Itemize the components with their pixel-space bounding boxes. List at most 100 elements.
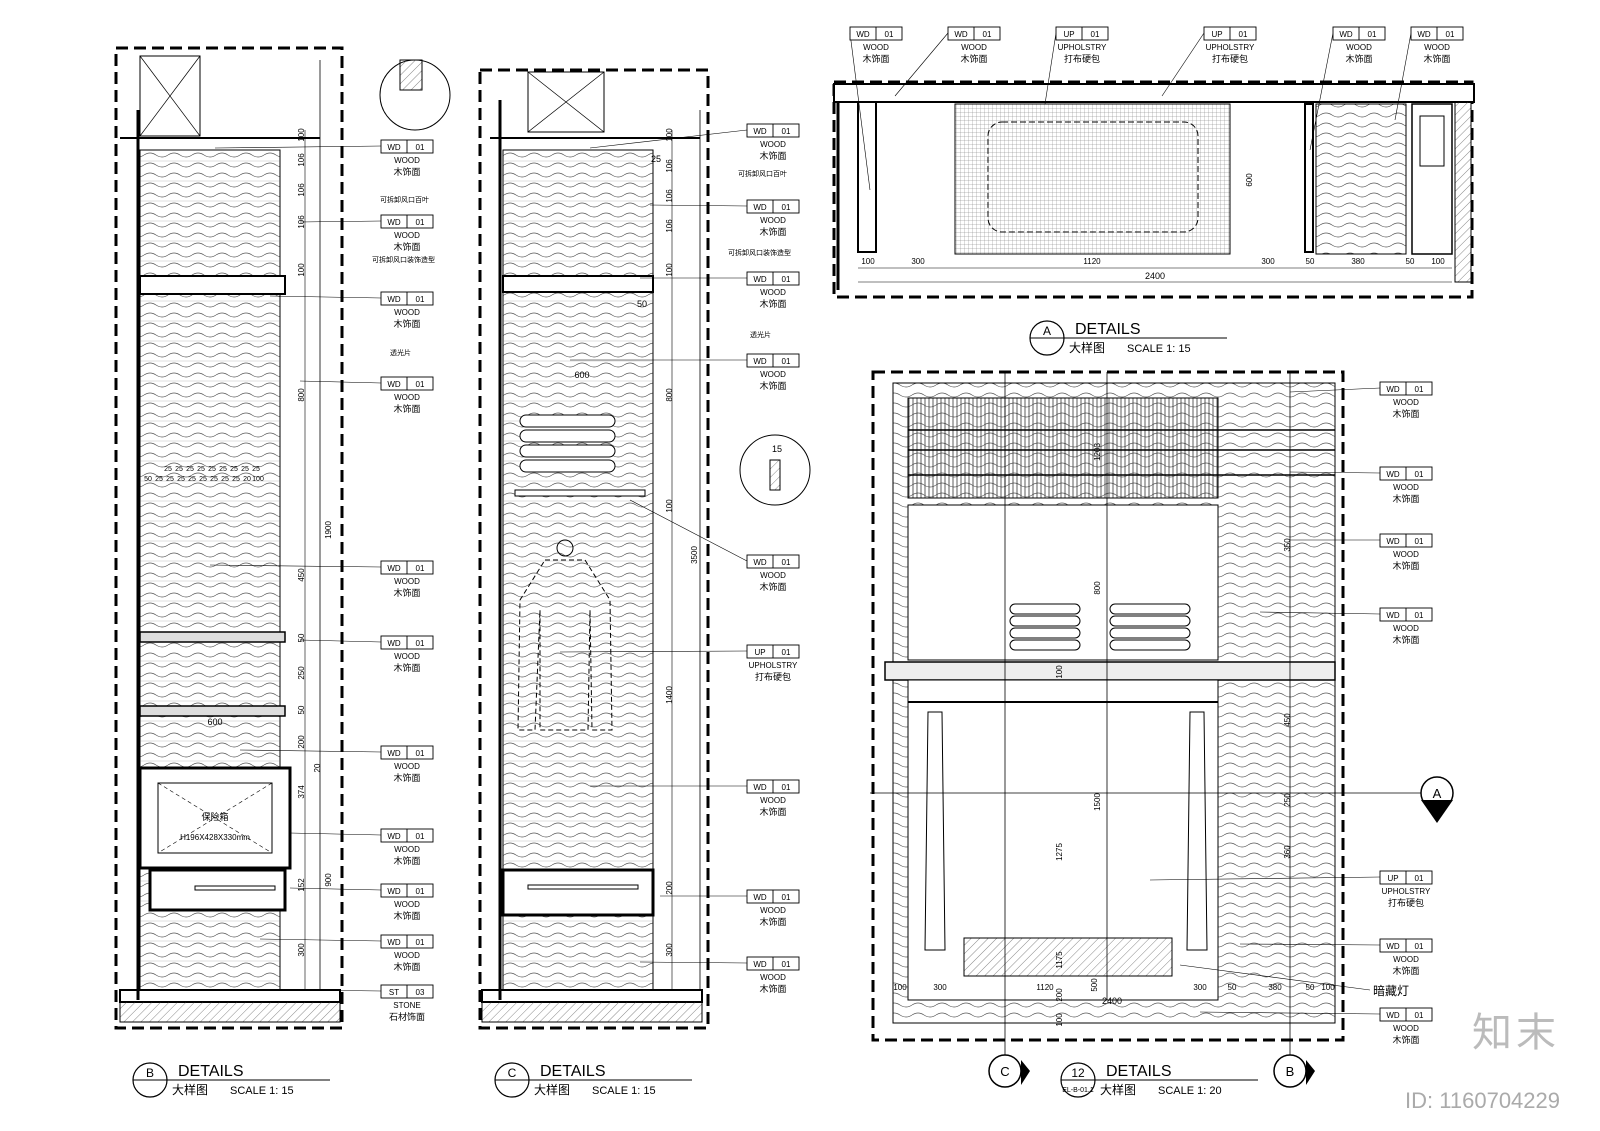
- detail-b-dim: 20: [313, 763, 322, 772]
- tag-num: 01: [782, 893, 791, 902]
- tag-code: WD: [1386, 611, 1400, 620]
- tag-num: 01: [416, 639, 425, 648]
- detail-12-letter: 12: [1071, 1066, 1085, 1080]
- detail-a-dim: 300: [911, 257, 925, 266]
- section-marker-c-label: C: [1000, 1064, 1009, 1079]
- tag-num: 01: [782, 558, 791, 567]
- tag-num: 03: [416, 988, 425, 997]
- detail-b-small-dim: 25: [241, 466, 249, 473]
- tag-num: 01: [416, 749, 425, 758]
- hanging-shirt: [517, 539, 613, 731]
- tag-num: 01: [1415, 470, 1424, 479]
- tag-material: WOOD: [863, 43, 889, 52]
- detail-b-dim: 800: [297, 388, 306, 402]
- detail-a-dim: 50: [1306, 257, 1315, 266]
- detail-12-dim: 100: [1055, 665, 1064, 679]
- detail-c-callout-circle: [739, 434, 811, 506]
- tag-material-cn: 木饰面: [759, 916, 786, 928]
- tag-material: WOOD: [760, 571, 786, 580]
- detail-c-dim: 100: [665, 263, 674, 277]
- tag-code: WD: [387, 295, 401, 304]
- tag-material-cn: 木饰面: [1392, 408, 1419, 420]
- detail-b-small-dim: 50: [144, 476, 152, 483]
- detail-12-dim: 380: [1268, 983, 1282, 992]
- concealed-light-note: 暗藏灯: [1179, 964, 1409, 998]
- detail-c-dim: 106: [665, 159, 674, 173]
- detail-c-dim: 3500: [690, 546, 699, 564]
- tag-material-cn: 木饰面: [1345, 53, 1372, 65]
- detail-a-scale: SCALE 1: 15: [1127, 343, 1191, 355]
- detail-12-dim: 50: [1306, 983, 1315, 992]
- detail-a-dim: 100: [861, 257, 875, 266]
- detail-b-dim: 106: [297, 183, 306, 197]
- detail-b-small-dim: 25: [199, 476, 207, 483]
- detail-12-dim: 300: [933, 983, 947, 992]
- tag-code: UP: [1211, 30, 1222, 39]
- detail-b-subtitle: 大样图: [172, 1082, 208, 1097]
- tag-code: WD: [753, 783, 767, 792]
- tag-num: 01: [1415, 1011, 1424, 1020]
- tag-material: WOOD: [760, 140, 786, 149]
- detail-a-dim: 1120: [1083, 257, 1101, 266]
- detail-a-dim-depth: 600: [1245, 173, 1254, 187]
- tag-material: WOOD: [1346, 43, 1372, 52]
- detail-c-dim: 300: [665, 943, 674, 957]
- tag-num: 01: [1415, 874, 1424, 883]
- detail-12-dim: 1500: [1093, 793, 1102, 811]
- tag-material: WOOD: [394, 900, 420, 909]
- tag-code: WD: [753, 893, 767, 902]
- tag-num: 01: [416, 218, 425, 227]
- detail-c-letter: C: [508, 1066, 517, 1080]
- detail-b-small-dim: 25: [210, 476, 218, 483]
- tag-material: WOOD: [1393, 624, 1419, 633]
- detail-12-dim: 360: [1283, 845, 1292, 859]
- tag-material-cn: 打布硬包: [1212, 53, 1248, 65]
- detail-a-letter: A: [1043, 324, 1051, 338]
- tag-material-cn: 木饰面: [393, 772, 420, 784]
- folded-towels-right: [1109, 603, 1191, 651]
- detail-b-letter: B: [146, 1066, 154, 1080]
- section-marker-a-label: A: [1433, 786, 1442, 801]
- tag-material-cn: 木饰面: [759, 581, 786, 593]
- tag-code: WD: [1339, 30, 1353, 39]
- detail-b-small-dim: 25: [177, 476, 185, 483]
- tag-material: WOOD: [1393, 398, 1419, 407]
- tag-num: 01: [983, 30, 992, 39]
- tag-num: 01: [416, 832, 425, 841]
- tag-material-cn: 打布硬包: [1064, 53, 1100, 65]
- detail-c-dim: 25: [651, 154, 661, 164]
- detail-c-note: 透光片: [750, 330, 771, 339]
- detail-b-callout-circle: [379, 59, 451, 131]
- tag-num: 01: [1239, 30, 1248, 39]
- tag-material: WOOD: [961, 43, 987, 52]
- tag-material-cn: 木饰面: [1423, 53, 1450, 65]
- tag-num: 01: [782, 275, 791, 284]
- folded-towels: [519, 414, 616, 473]
- tag-material-cn: 木饰面: [393, 662, 420, 674]
- detail-b-dim: 250: [297, 666, 306, 680]
- detail-a-dim-total: 2400: [1145, 271, 1165, 281]
- detail-12-ref: EL-B-01.1: [1062, 1087, 1094, 1094]
- detail-b-dim: 50: [297, 705, 306, 714]
- tag-code: WD: [1417, 30, 1431, 39]
- tag-material: WOOD: [394, 762, 420, 771]
- tag-material: WOOD: [394, 156, 420, 165]
- detail-b-small-dim: 25: [186, 466, 194, 473]
- tag-code: UP: [1387, 874, 1398, 883]
- detail-c-dim: 100: [665, 499, 674, 513]
- detail-c-note: 可拆卸风口装饰造型: [728, 248, 791, 257]
- detail-b-dim: 600: [207, 717, 222, 727]
